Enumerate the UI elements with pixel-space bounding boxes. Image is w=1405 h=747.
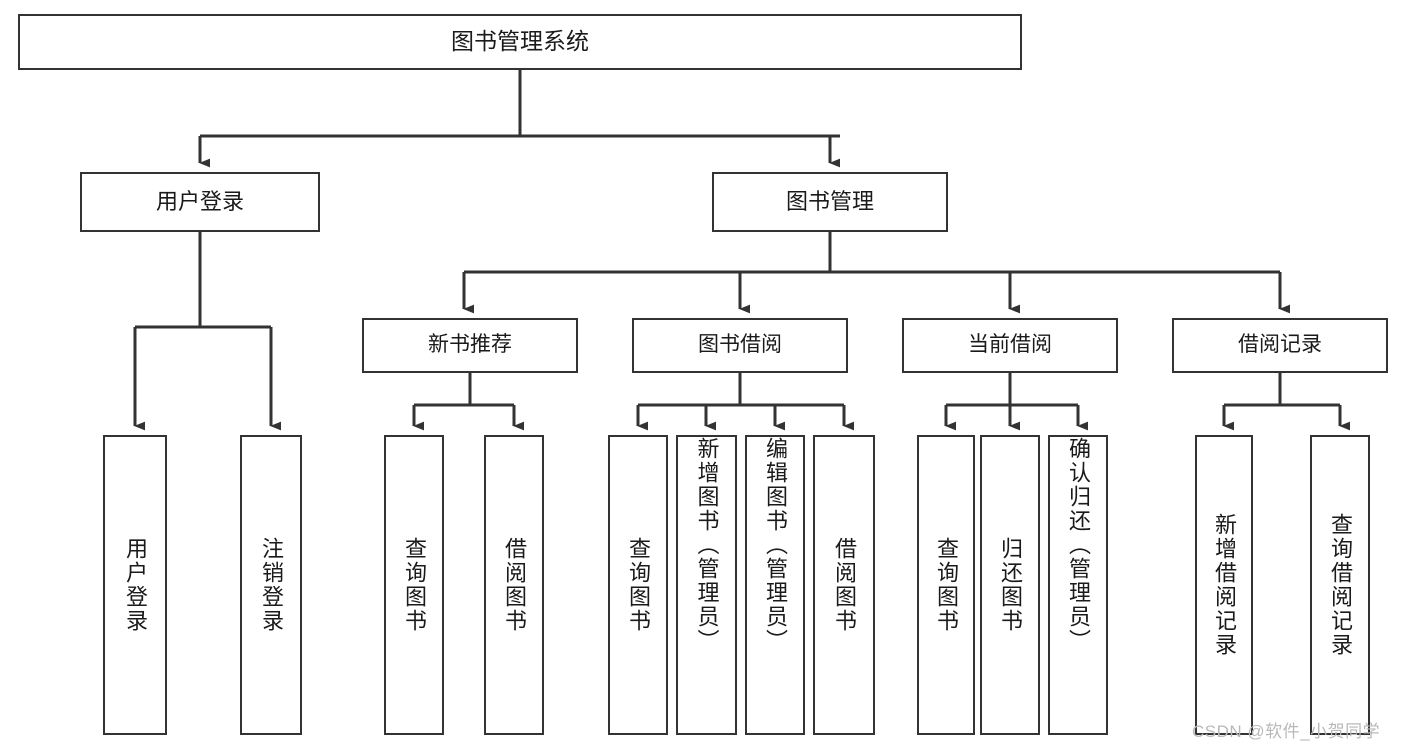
- node-leaf-user-login-label: 用户登录: [123, 537, 148, 633]
- node-user-login[interactable]: 用户登录: [80, 172, 320, 232]
- node-book-management-label: 图书管理: [785, 189, 874, 215]
- node-new-book-recommend[interactable]: 新书推荐: [362, 318, 578, 373]
- node-book-management[interactable]: 图书管理: [712, 172, 948, 232]
- node-leaf-add-borrow-record-label: 新增借阅记录: [1212, 513, 1237, 657]
- node-leaf-user-login[interactable]: 用户登录: [103, 435, 167, 735]
- node-root-book-management-system[interactable]: 图书管理系统: [18, 14, 1022, 70]
- node-current-borrow[interactable]: 当前借阅: [902, 318, 1118, 373]
- node-leaf-logout-login-label: 注销登录: [259, 537, 284, 633]
- node-leaf-borrow-book-recommend[interactable]: 借阅图书: [484, 435, 544, 735]
- node-leaf-confirm-return[interactable]: 确认归还（管理员）: [1048, 435, 1108, 735]
- node-leaf-add-book-label: 新增图书（管理员）: [694, 437, 720, 653]
- node-leaf-add-borrow-record[interactable]: 新增借阅记录: [1195, 435, 1253, 735]
- node-borrow-record[interactable]: 借阅记录: [1172, 318, 1388, 373]
- watermark-credit: CSDN @软件_小贺同学: [1192, 722, 1381, 741]
- node-leaf-query-book-recommend[interactable]: 查询图书: [384, 435, 444, 735]
- node-leaf-return-book[interactable]: 归还图书: [980, 435, 1040, 735]
- node-leaf-borrow-book[interactable]: 借阅图书: [813, 435, 875, 735]
- node-new-book-recommend-label: 新书推荐: [428, 333, 512, 357]
- node-user-login-label: 用户登录: [155, 189, 244, 215]
- node-leaf-query-book-recommend-label: 查询图书: [402, 537, 427, 633]
- node-borrow-record-label: 借阅记录: [1238, 333, 1322, 357]
- node-leaf-query-book-borrow[interactable]: 查询图书: [608, 435, 668, 735]
- node-leaf-edit-book-label: 编辑图书（管理员）: [763, 437, 788, 653]
- node-leaf-borrow-book-recommend-label: 借阅图书: [502, 537, 527, 633]
- node-leaf-return-book-label: 归还图书: [998, 537, 1023, 633]
- node-leaf-query-borrow-record[interactable]: 查询借阅记录: [1310, 435, 1370, 735]
- node-book-borrow[interactable]: 图书借阅: [632, 318, 848, 373]
- node-leaf-edit-book[interactable]: 编辑图书（管理员）: [745, 435, 805, 735]
- node-leaf-logout-login[interactable]: 注销登录: [240, 435, 302, 735]
- node-book-borrow-label: 图书借阅: [698, 333, 782, 357]
- node-leaf-confirm-return-label: 确认归还（管理员）: [1066, 437, 1091, 653]
- node-leaf-add-book[interactable]: 新增图书（管理员）: [676, 435, 737, 735]
- node-leaf-query-book-current-label: 查询图书: [934, 537, 959, 633]
- node-root-label: 图书管理系统: [451, 28, 589, 55]
- node-leaf-query-book-borrow-label: 查询图书: [626, 537, 651, 633]
- node-leaf-query-book-current[interactable]: 查询图书: [917, 435, 975, 735]
- node-current-borrow-label: 当前借阅: [968, 333, 1052, 357]
- node-leaf-borrow-book-label: 借阅图书: [832, 537, 857, 633]
- node-leaf-query-borrow-record-label: 查询借阅记录: [1328, 513, 1353, 657]
